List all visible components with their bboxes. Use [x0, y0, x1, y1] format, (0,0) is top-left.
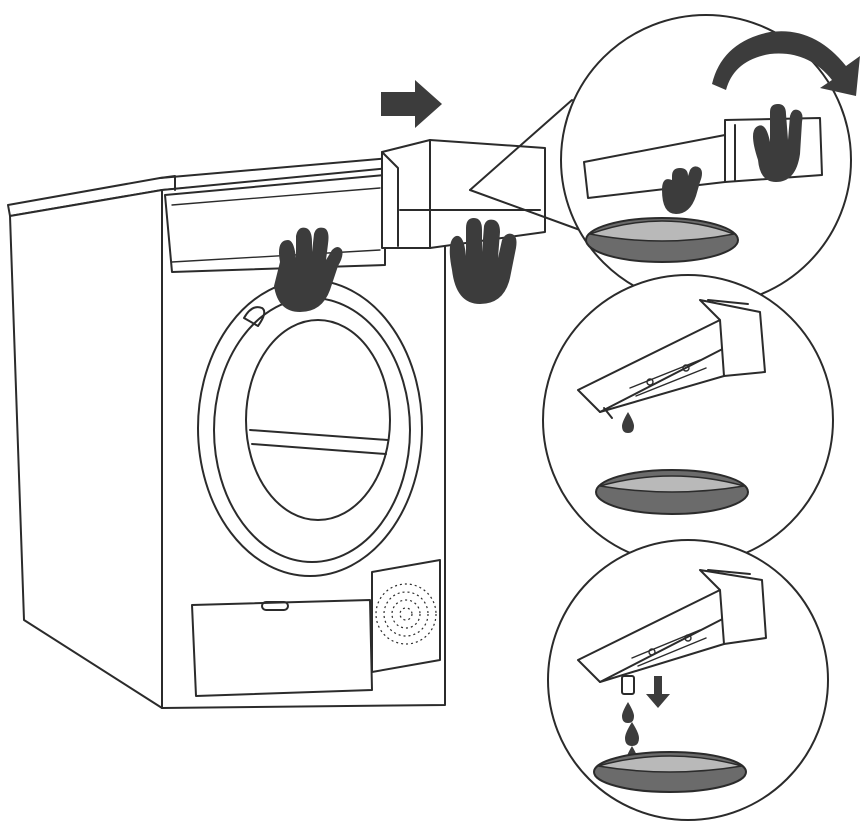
hand-icon — [274, 227, 343, 312]
vent-grille — [371, 559, 441, 673]
bowl-icon — [593, 751, 747, 793]
step-bubble-3 — [547, 539, 829, 821]
water-drop-icon — [625, 722, 639, 746]
door-handle — [243, 306, 266, 327]
rotate-arrow-icon — [712, 31, 860, 96]
arrow-down-icon — [646, 676, 670, 708]
bowl-icon — [585, 217, 739, 263]
hand-icon — [449, 218, 517, 304]
drain-plug — [621, 675, 635, 695]
step-bubble-2 — [542, 274, 834, 566]
dryer-door-glass — [245, 319, 391, 521]
flap-latch — [261, 601, 289, 611]
callout-pointer — [469, 99, 573, 191]
water-drop-icon — [622, 702, 634, 723]
dryer-appliance — [7, 157, 446, 709]
container-slot — [164, 174, 386, 273]
arrow-right-icon — [381, 80, 442, 128]
bowl-icon — [595, 469, 749, 515]
maintenance-flap — [191, 599, 373, 697]
water-drop-icon — [622, 412, 634, 433]
step-bubble-1 — [560, 14, 860, 306]
water-container-pulled — [381, 139, 546, 249]
